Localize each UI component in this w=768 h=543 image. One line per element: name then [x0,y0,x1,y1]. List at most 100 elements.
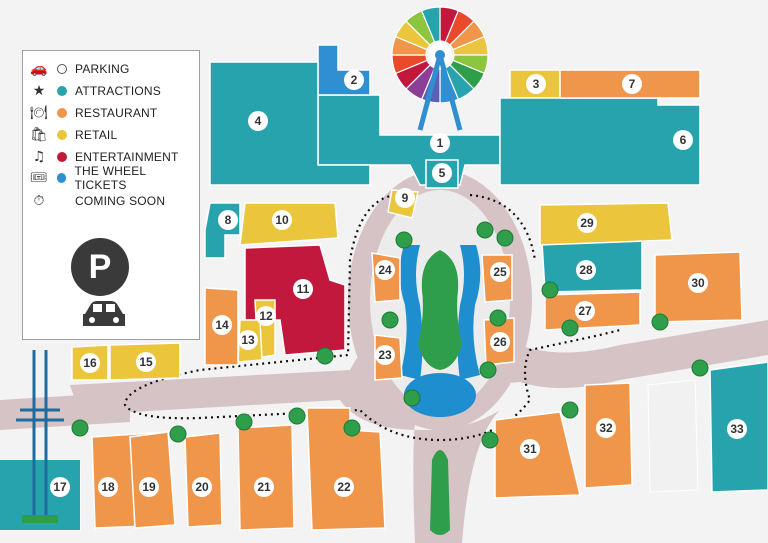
ferris-wheel [391,6,489,131]
plaza-pool [404,373,476,417]
walking-route [123,193,621,442]
building-4[interactable] [209,61,371,186]
building-number: 14 [215,318,229,332]
building-number: 23 [378,348,392,362]
building-label-bg [272,210,292,230]
building-label-bg [192,477,212,497]
building-number: 10 [275,213,289,227]
building-label-bg [727,419,747,439]
building-number: 31 [523,442,537,456]
car-icon [83,301,125,326]
building-22[interactable] [306,407,386,531]
building-label-bg [526,74,546,94]
building-label-bg [248,111,268,131]
tree-icon [561,319,579,337]
building-8[interactable] [204,202,241,259]
plaza-water-left [399,245,423,380]
building-number: 24 [378,263,392,277]
legend-item-retail: 🛍 RETAIL [23,125,117,145]
building-number: 6 [680,133,687,147]
legend-item-restaurant: 🍽 RESTAURANT [23,103,157,123]
building-label-bg [596,418,616,438]
building-2[interactable] [317,44,371,96]
tree-icon [71,419,89,437]
map-legend: 🚗 PARKING ★ ATTRACTIONS 🍽 RESTAURANT 🛍 R… [22,50,200,340]
building-number: 3 [533,77,540,91]
building-number: 7 [629,77,636,91]
tree-icon [169,425,187,443]
music-note-icon: ♫ [32,149,46,165]
south-median [430,450,450,535]
building-number: 11 [297,282,310,296]
building-label-bg [98,477,118,497]
main-road [70,320,768,543]
building-number: 13 [241,333,255,347]
building-label-bg [212,315,232,335]
tree-icon [343,419,361,437]
building-label-bg [688,273,708,293]
legend-label: THE WHEEL TICKETS [74,164,146,192]
building-label-bg [577,213,597,233]
plaza-water-right [457,245,481,380]
building-label-bg [139,477,159,497]
building-label-bg [254,477,274,497]
tree-icon [496,229,514,247]
tree-icon [489,309,507,327]
retail-dot [57,130,67,140]
building-label-bg [490,332,510,352]
tree-icon [561,401,579,419]
legend-label: RETAIL [75,128,118,142]
building-number: 19 [142,480,156,494]
west-road [0,392,130,430]
coming-soon-building [647,379,699,493]
building-number: 25 [493,265,507,279]
building-number: 30 [691,276,705,290]
building-label-bg [575,301,595,321]
plaza-lawn [418,250,462,370]
legend-label: COMING SOON [75,194,166,208]
building-label-bg [395,188,415,208]
wheel-segment [420,6,441,43]
stopwatch-icon: ⏱ [33,193,45,209]
building-label-bg [576,260,596,280]
building-number: 32 [599,421,613,435]
building-number: 29 [580,216,594,230]
building-number: 21 [257,480,271,494]
restaurant-dot [57,108,67,118]
tree-icon [691,359,709,377]
building-6[interactable] [499,97,701,186]
building-label-bg [622,74,642,94]
legend-item-coming-soon: ⏱ COMING SOON [23,191,165,211]
tree-icon [403,389,421,407]
tree-icon [395,231,413,249]
star-icon: ★ [32,83,46,99]
building-number: 8 [225,213,232,227]
legend-label: ATTRACTIONS [75,84,161,98]
building-29[interactable] [539,202,673,246]
building-number: 9 [402,191,409,205]
building-label-bg [490,262,510,282]
building-number: 28 [579,263,593,277]
building-number: 27 [578,304,592,318]
coming-soon-spacer [57,196,67,206]
tree-icon [316,347,334,365]
building-label-bg [50,477,70,497]
building-label-bg [375,345,395,365]
building-number: 5 [439,166,446,180]
building-number: 2 [351,73,358,87]
tree-icon [381,311,399,329]
legend-item-entertainment: ♫ ENTERTAINMENT [23,147,179,167]
tree-icon [541,281,559,299]
entertainment-dot [57,152,67,162]
building-label-bg [238,330,258,350]
legend-label: RESTAURANT [75,106,158,120]
building-number: 22 [337,480,351,494]
building-label-bg [256,306,276,326]
building-label-bg [375,260,395,280]
building-number: 1 [437,136,444,150]
building-label-bg [218,210,238,230]
car-icon: 🚗 [30,61,48,77]
building-label-bg [334,477,354,497]
